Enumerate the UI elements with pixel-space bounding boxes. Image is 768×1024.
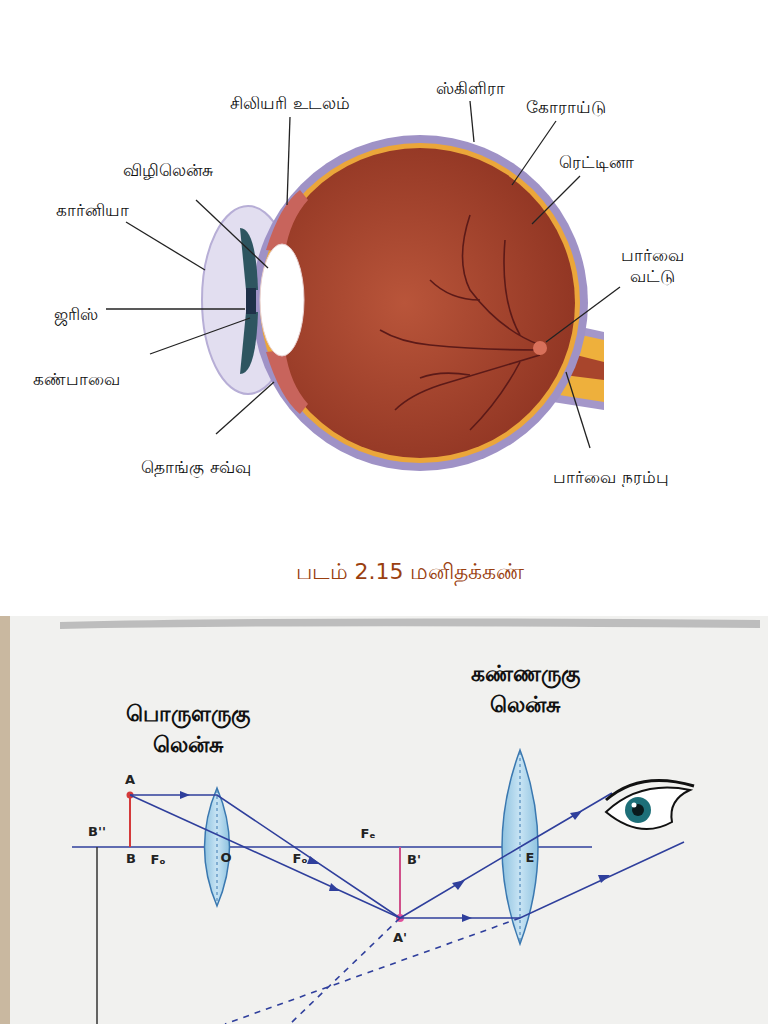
drawing-line (196, 200, 268, 268)
drawing-line (532, 176, 580, 224)
drawing-path (395, 355, 540, 410)
drawing-circle (625, 797, 651, 823)
point-label: B (126, 851, 136, 867)
drawing-line (287, 117, 290, 205)
drawing-line (126, 222, 205, 270)
drawing-polyline (130, 795, 400, 918)
part-label: ஜரிஸ் (54, 304, 98, 325)
drawing-line (290, 918, 400, 1024)
drawing-circle (265, 148, 575, 458)
drawing-circle (260, 143, 580, 463)
drawing-g (380, 215, 540, 430)
drawing-path (463, 215, 541, 345)
drawing-line (225, 918, 520, 1024)
drawing-g (130, 793, 684, 918)
eye-illustration (106, 101, 620, 471)
drawing-path (60, 618, 760, 629)
part-label: பார்வை நரம்பு (553, 467, 668, 488)
part-label: கார்னியா (56, 200, 129, 221)
drawing-line (106, 308, 245, 309)
drawing-g (106, 101, 620, 448)
drawing-path (606, 788, 690, 829)
point-label: E (526, 850, 535, 866)
drawing-line (399, 847, 401, 918)
focus-label: Fₒ (150, 852, 165, 868)
drawing-line (512, 121, 556, 185)
drawing-rect (0, 616, 10, 1024)
drawing-line (96, 847, 98, 1024)
drawing-g (606, 780, 694, 829)
point-label: O (220, 850, 231, 866)
drawing-polyline (400, 793, 612, 918)
drawing-polygon (462, 914, 472, 922)
drawing-circle (533, 341, 547, 355)
drawing-line (217, 790, 218, 904)
drawing-line (546, 287, 620, 342)
part-label: கோராய்டு (526, 97, 606, 118)
part-label: பார்வை வட்டு (619, 245, 685, 288)
microscope-ray-diagram (0, 616, 768, 1024)
drawing-line (129, 795, 131, 847)
part-label: ரெட்டினா (559, 152, 634, 173)
drawing-path (380, 330, 540, 350)
drawing-circle (632, 803, 637, 808)
part-label: கண்பாவை (33, 369, 120, 390)
drawing-polygon (452, 880, 465, 890)
part-label: தொங்கு சவ்வு (141, 457, 250, 478)
drawing-path (430, 280, 480, 300)
drawing-path (420, 373, 470, 378)
drawing-polygon (570, 811, 582, 820)
drawing-path (266, 350, 308, 414)
drawing-path (606, 780, 694, 800)
drawing-rect (0, 616, 768, 1024)
lens-label: பொருளருகு லென்சு (123, 699, 253, 761)
drawing-rect (246, 288, 256, 314)
drawing-path (470, 362, 520, 430)
drawing-polygon (598, 875, 610, 883)
part-label: சிலியரி உடலம் (230, 93, 349, 114)
drawing-line (130, 795, 400, 918)
part-label: ஸ்கிளிரா (436, 78, 505, 99)
drawing-path (504, 240, 520, 335)
point-label: A (125, 772, 135, 788)
drawing-g (180, 791, 610, 922)
part-label: விழிலென்சு (123, 160, 213, 181)
drawing-line (150, 318, 250, 354)
focus-label: Fₒ (292, 851, 307, 867)
drawing-line (216, 382, 274, 434)
drawing-path (240, 228, 258, 290)
drawing-polygon (180, 791, 190, 799)
drawing-polygon (329, 883, 340, 891)
point-label: B' (407, 852, 421, 868)
drawing-path (205, 788, 230, 906)
drawing-polygon (307, 856, 320, 864)
point-label: A' (393, 930, 407, 946)
focus-label: Fₑ (360, 826, 375, 842)
point-label: B'' (88, 824, 106, 840)
drawing-polyline (400, 842, 684, 918)
lens-label: கண்ணருகு லென்சு (465, 659, 585, 721)
drawing-line (566, 372, 590, 448)
drawing-line (470, 101, 474, 142)
drawing-ellipse (260, 244, 304, 356)
drawing-g (225, 918, 520, 1024)
figure-caption: படம் 2.15 மனிதக்கண் (296, 558, 525, 586)
drawing-circle (252, 135, 588, 471)
